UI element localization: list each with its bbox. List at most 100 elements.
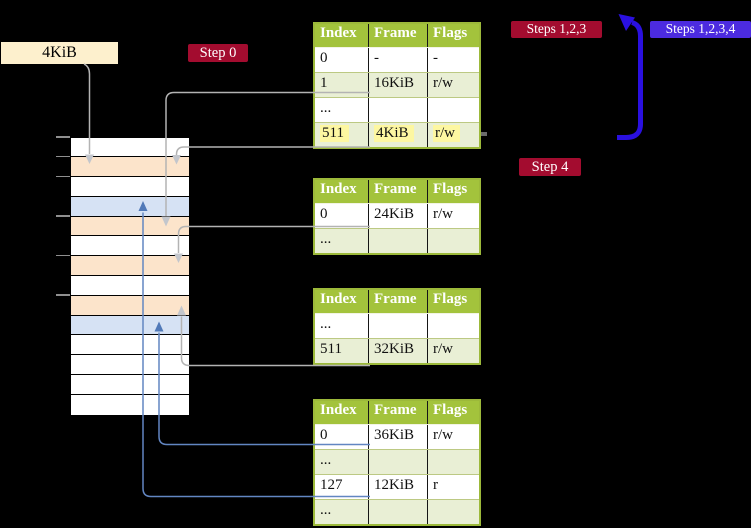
- cell-flags: [427, 450, 479, 474]
- cell-frame: 4KiB: [368, 123, 427, 147]
- header-flags: Flags: [427, 24, 479, 47]
- memory-row-13: [71, 394, 189, 415]
- cell-index: 0: [320, 206, 328, 222]
- header-flags: Flags: [427, 180, 479, 203]
- cell-frame: 16KiB: [368, 73, 427, 97]
- memory-row-5: [71, 236, 189, 257]
- steps-123-text: Steps 1,2,3: [526, 21, 587, 37]
- loopback-arrowhead-icon: [618, 14, 635, 31]
- table-row: ...: [315, 499, 479, 524]
- cell-frame: [368, 229, 427, 253]
- cell-index: ...: [320, 502, 332, 518]
- cell-frame: 24KiB: [368, 204, 427, 228]
- page-size-label: 4KiB: [1, 42, 118, 64]
- memory-row-7: [71, 276, 189, 296]
- memory-row-1: [71, 157, 189, 178]
- memory-row-2: [71, 177, 189, 197]
- header-frame: Frame: [368, 180, 427, 203]
- cell-index: 1: [320, 75, 328, 91]
- cell-frame: [368, 500, 427, 524]
- header-flags: Flags: [427, 290, 479, 313]
- step4-badge: Step 4: [519, 158, 581, 176]
- cell-flags: r/w: [427, 425, 479, 449]
- memory-row-12: [71, 375, 189, 395]
- steps-1234-text: Steps 1,2,3,4: [665, 21, 736, 37]
- page-table-0: Index Frame Flags 0 - - 1 16KiB r/w ... …: [313, 22, 481, 149]
- cell-flags: [427, 98, 479, 122]
- cell-index: ...: [320, 100, 332, 116]
- table-row: ...: [315, 228, 479, 253]
- cell-index: 0: [320, 427, 328, 443]
- table-row: ...: [315, 97, 479, 122]
- cell-frame: -: [368, 48, 427, 72]
- highlighted-value: r/w: [433, 125, 460, 142]
- memory-row-6: [71, 256, 189, 277]
- cell-frame: [368, 98, 427, 122]
- table-row: 1 16KiB r/w: [315, 72, 479, 97]
- address-tick: [56, 254, 70, 257]
- cell-flags: -: [427, 48, 479, 72]
- cell-flags: [427, 314, 479, 338]
- table-row: 0 24KiB r/w: [315, 203, 479, 228]
- header-index: Index: [320, 291, 357, 307]
- cell-frame: 32KiB: [368, 339, 427, 363]
- header-frame: Frame: [368, 401, 427, 424]
- memory-row-3: [71, 196, 189, 217]
- cell-flags: r: [427, 475, 479, 499]
- dash-artifact: [481, 132, 487, 136]
- page-size-text: 4KiB: [42, 44, 77, 61]
- memory-row-11: [71, 355, 189, 376]
- highlighted-value: 4KiB: [374, 125, 414, 142]
- page-table-1: Index Frame Flags 0 24KiB r/w ...: [313, 178, 481, 255]
- steps-1234-badge: Steps 1,2,3,4: [650, 21, 751, 38]
- table-row-highlighted: 511 4KiB r/w: [315, 122, 479, 147]
- cell-frame: [368, 314, 427, 338]
- header-index: Index: [320, 402, 357, 418]
- highlighted-value: 511: [320, 125, 349, 142]
- cell-index: 127: [320, 477, 343, 493]
- cell-flags: r/w: [427, 73, 479, 97]
- cell-frame: 36KiB: [368, 425, 427, 449]
- table-header-row: Index Frame Flags: [315, 290, 479, 313]
- memory-row-4: [71, 216, 189, 237]
- cell-index: 511: [315, 123, 368, 147]
- header-flags: Flags: [427, 401, 479, 424]
- step0-badge: Step 0: [188, 44, 248, 62]
- address-tick: [56, 175, 70, 178]
- table-row: 0 - -: [315, 47, 479, 72]
- cell-index: ...: [320, 452, 332, 468]
- memory-row-0: [71, 137, 189, 158]
- table-header-row: Index Frame Flags: [315, 401, 479, 424]
- steps-123-badge: Steps 1,2,3: [511, 21, 602, 38]
- cell-flags: [427, 500, 479, 524]
- cell-flags: r/w: [427, 204, 479, 228]
- table-row: 0 36KiB r/w: [315, 424, 479, 449]
- physical-memory-strip: [70, 136, 190, 416]
- loopback-arrow: [617, 20, 643, 140]
- address-tick: [56, 155, 70, 158]
- cell-index: 0: [320, 50, 328, 66]
- address-tick: [56, 136, 70, 138]
- memory-row-10: [71, 335, 189, 356]
- table-header-row: Index Frame Flags: [315, 180, 479, 203]
- cell-flags: [427, 229, 479, 253]
- memory-row-8: [71, 295, 189, 316]
- page-table-2: Index Frame Flags ... 511 32KiB r/w: [313, 288, 481, 365]
- cell-index: ...: [320, 316, 332, 332]
- cell-flags: r/w: [427, 339, 479, 363]
- cell-frame: 12KiB: [368, 475, 427, 499]
- cell-flags: r/w: [427, 123, 479, 147]
- table-row: 127 12KiB r: [315, 474, 479, 499]
- header-index: Index: [320, 25, 357, 41]
- table-row: ...: [315, 313, 479, 338]
- cell-index: 511: [320, 341, 342, 357]
- header-frame: Frame: [368, 24, 427, 47]
- step0-text: Step 0: [199, 44, 237, 61]
- cell-frame: [368, 450, 427, 474]
- table-row: 511 32KiB r/w: [315, 338, 479, 363]
- header-frame: Frame: [368, 290, 427, 313]
- page-table-3: Index Frame Flags 0 36KiB r/w ... 127 12…: [313, 399, 481, 526]
- cell-index: ...: [320, 231, 332, 247]
- memory-row-9: [71, 315, 189, 336]
